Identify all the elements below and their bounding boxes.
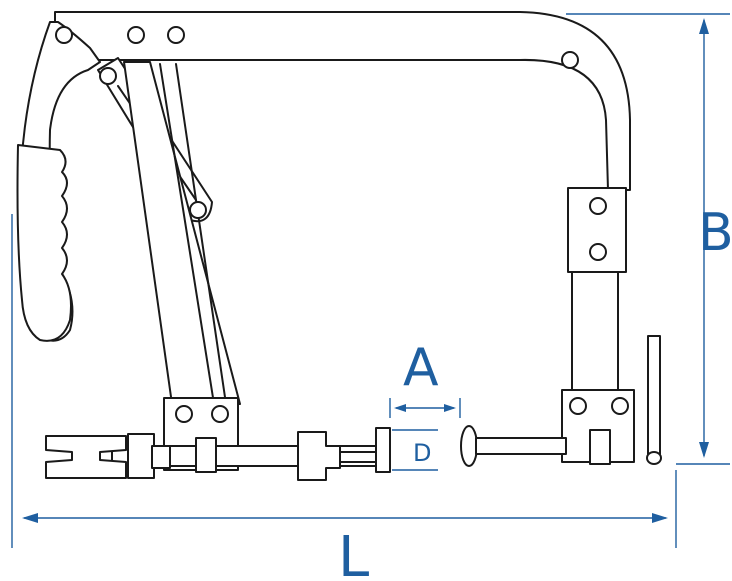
hole: [569, 397, 587, 415]
left-hex-nut: [195, 437, 217, 473]
right-screw-shaft: [475, 437, 567, 455]
dim-a-arrow-left: [394, 404, 406, 412]
dim-a-arrow-right: [444, 404, 456, 412]
tool-outline: [16, 11, 662, 481]
label-l: L: [338, 525, 369, 581]
right-t-pin: [647, 335, 661, 455]
hole: [55, 26, 73, 44]
dim-l-arrow-left: [22, 513, 38, 523]
hole: [211, 405, 229, 423]
long-arm-inner-2: [175, 63, 227, 405]
left-adapter: [297, 431, 341, 481]
c-frame-right-bar: [567, 187, 627, 273]
long-arm-inner: [159, 63, 215, 405]
right-hex-nut: [589, 429, 611, 465]
hole: [589, 243, 607, 261]
dimension-lines: [11, 13, 730, 548]
left-adapter-tip: [375, 427, 391, 473]
hole: [189, 201, 207, 219]
label-d: D: [413, 439, 431, 467]
hole: [167, 26, 185, 44]
left-slider-collar: [151, 445, 171, 469]
long-arm: [123, 61, 241, 405]
hole: [99, 67, 117, 85]
handle-grip: [16, 144, 72, 342]
dim-l-arrow-right: [652, 513, 668, 523]
left-t-handle: [45, 435, 127, 479]
hole: [611, 397, 629, 415]
label-b: B: [698, 203, 732, 263]
right-lower-rod: [571, 271, 619, 391]
dim-b-arrow-top: [699, 18, 709, 34]
hole: [127, 26, 145, 44]
c-frame-top-arm: [54, 11, 631, 191]
holes: [55, 26, 629, 423]
right-adapter-disc: [460, 425, 478, 467]
right-t-pin-end: [646, 451, 662, 465]
dim-b-arrow-bottom: [699, 442, 709, 458]
hole: [561, 51, 579, 69]
hole: [589, 197, 607, 215]
hole: [175, 405, 193, 423]
left-slider-block: [127, 433, 155, 479]
label-a: A: [403, 338, 439, 398]
